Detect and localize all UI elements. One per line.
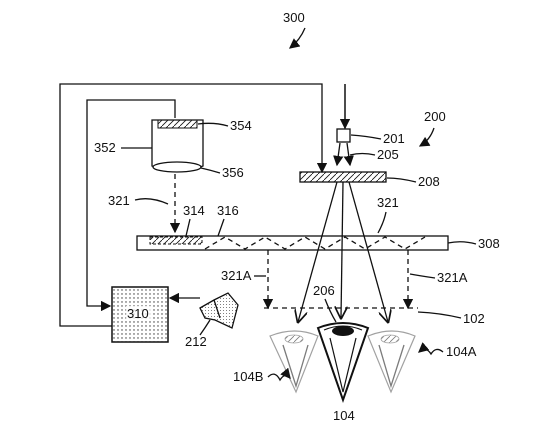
- lens-356: [152, 161, 202, 173]
- label-200-arrow: [418, 127, 435, 147]
- controller-label-bg: [126, 306, 152, 320]
- label-201: 201: [383, 131, 405, 146]
- label-321-right: 321: [377, 195, 399, 210]
- label-212: 212: [185, 334, 207, 349]
- projector-201: [336, 128, 351, 143]
- eye-104B: [269, 330, 319, 394]
- leader-321-left: [134, 198, 169, 205]
- wire-camera: [86, 99, 176, 312]
- leader-212: [199, 319, 211, 336]
- leader-102: [417, 311, 462, 319]
- label-300: 300: [283, 10, 305, 25]
- label-308: 308: [478, 236, 500, 251]
- label-104: 104: [333, 408, 355, 423]
- leader-206: [324, 298, 337, 323]
- label-314: 314: [183, 203, 205, 218]
- label-352: 352: [94, 140, 116, 155]
- label-300-arrow: [288, 27, 306, 49]
- leader-354: [197, 122, 229, 127]
- leader-316: [217, 218, 225, 237]
- lens-208: [299, 171, 387, 183]
- label-310: 310: [127, 306, 149, 321]
- label-356: 356: [222, 165, 244, 180]
- leader-356: [200, 167, 221, 174]
- label-104A: 104A: [446, 344, 477, 359]
- camera-352: [151, 119, 204, 173]
- ray-205-a: [333, 142, 344, 167]
- label-321A-right: 321A: [437, 270, 468, 285]
- leader-208: [386, 177, 417, 183]
- wire-outer: [59, 83, 323, 327]
- label-200: 200: [424, 109, 446, 124]
- label-205: 205: [377, 147, 399, 162]
- label-102: 102: [463, 311, 485, 326]
- eye-104A: [367, 330, 416, 394]
- label-104B: 104B: [233, 369, 263, 384]
- ray-left: [298, 181, 338, 322]
- label-206: 206: [313, 283, 335, 298]
- leader-104A: [418, 342, 444, 356]
- leader-314: [185, 218, 191, 237]
- leader-321-right: [377, 211, 387, 234]
- ray-205-b: [343, 142, 354, 167]
- ray-right: [348, 181, 388, 322]
- label-321-left: 321: [108, 193, 130, 208]
- tir-path: [204, 236, 426, 250]
- leader-201: [350, 134, 382, 140]
- label-354: 354: [230, 118, 252, 133]
- leader-308: [447, 241, 477, 245]
- coupler-314: [149, 236, 203, 245]
- speaker-212: [199, 292, 239, 329]
- leader-104B: [267, 367, 291, 382]
- label-321A-left: 321A: [221, 268, 252, 283]
- leader-321A-right: [409, 273, 436, 279]
- sensor-354: [157, 119, 198, 129]
- label-208: 208: [418, 174, 440, 189]
- leader-205: [349, 152, 376, 156]
- eye-104: [316, 322, 370, 404]
- ray-center: [341, 181, 343, 318]
- label-316: 316: [217, 203, 239, 218]
